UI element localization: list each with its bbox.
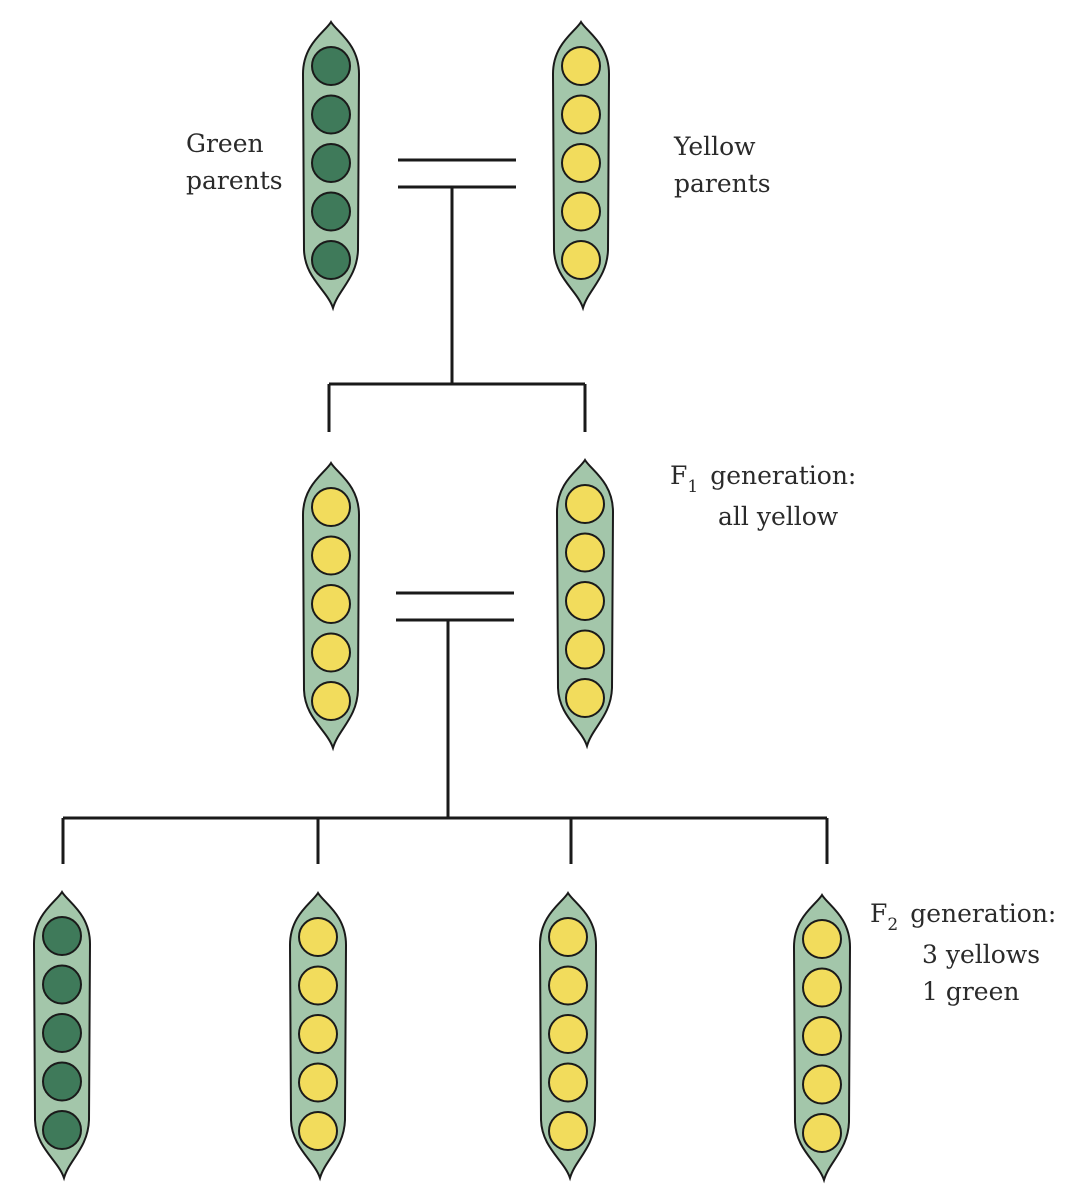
pea-pod-yellow — [551, 20, 611, 312]
yellow-pea-seed — [548, 965, 588, 1006]
green-pea-seed — [42, 1061, 82, 1102]
green-parents-label: Green parents — [186, 129, 283, 195]
pea-pod-yellow — [555, 458, 615, 750]
yellow-pea-seed — [548, 1111, 588, 1151]
yellow-pea-seed — [561, 143, 601, 183]
yellow-pea-seed — [298, 917, 338, 957]
green-pea-seed — [42, 1110, 82, 1150]
yellow-parents-label: Yellow parents — [674, 132, 771, 198]
yellow-pea-seed — [561, 191, 601, 232]
green-pea-seed — [311, 143, 351, 183]
yellow-pea-seed — [311, 487, 351, 527]
yellow-pea-seed — [802, 1113, 842, 1153]
yellow-pea-seed — [561, 46, 601, 86]
pea-pod-yellow — [792, 893, 852, 1184]
pea-pod-yellow — [301, 461, 361, 752]
green-pea-seed — [42, 964, 82, 1005]
pea-pod-green — [32, 890, 92, 1182]
yellow-pea-seed — [565, 629, 605, 670]
yellow-pea-seed — [548, 917, 588, 957]
yellow-pea-seed — [298, 1014, 338, 1054]
green-pea-seed — [311, 46, 351, 86]
yellow-pea-seed — [548, 1014, 588, 1054]
yellow-pea-seed — [565, 532, 605, 573]
green-pea-seed — [311, 94, 351, 135]
yellow-pea-seed — [311, 632, 351, 673]
yellow-pea-seed — [802, 1016, 842, 1056]
yellow-pea-seed — [298, 1062, 338, 1103]
yellow-pea-seed — [802, 919, 842, 959]
yellow-pea-seed — [311, 584, 351, 624]
yellow-pea-seed — [548, 1062, 588, 1103]
yellow-pea-seed — [565, 581, 605, 621]
yellow-pea-seed — [298, 1111, 338, 1151]
yellow-pea-seed — [311, 535, 351, 576]
green-pea-seed — [42, 916, 82, 956]
yellow-pea-seed — [561, 240, 601, 280]
yellow-pea-seed — [298, 965, 338, 1006]
green-pea-seed — [311, 240, 351, 280]
yellow-pea-seed — [561, 94, 601, 135]
pea-pod-green — [301, 20, 361, 312]
pea-pod-yellow — [538, 891, 598, 1182]
yellow-pea-seed — [565, 484, 605, 524]
cross-lines — [61, 158, 829, 864]
pea-pods — [32, 20, 852, 1184]
yellow-pea-seed — [802, 967, 842, 1008]
yellow-pea-seed — [565, 678, 605, 718]
green-pea-seed — [42, 1013, 82, 1053]
yellow-pea-seed — [311, 681, 351, 721]
green-pea-seed — [311, 191, 351, 232]
pea-pod-yellow — [288, 891, 348, 1182]
yellow-pea-seed — [802, 1064, 842, 1105]
